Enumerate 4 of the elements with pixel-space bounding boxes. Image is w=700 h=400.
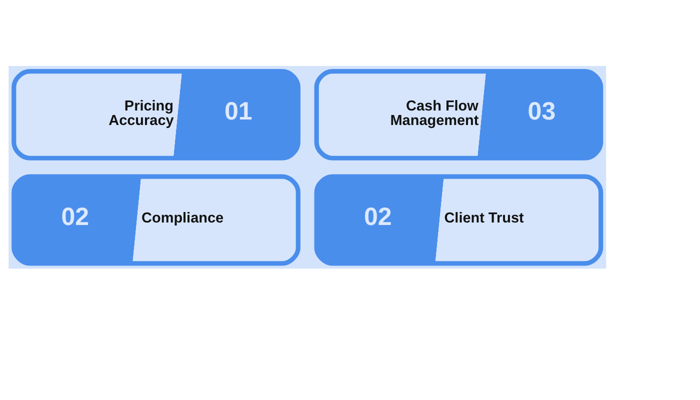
- node-box: 02 Compliance: [12, 174, 300, 266]
- node-box: Cash Flow Management 03: [314, 68, 604, 160]
- node-box: 02 Client Trust: [314, 174, 604, 266]
- node-box: Pricing Accuracy 01: [12, 68, 300, 160]
